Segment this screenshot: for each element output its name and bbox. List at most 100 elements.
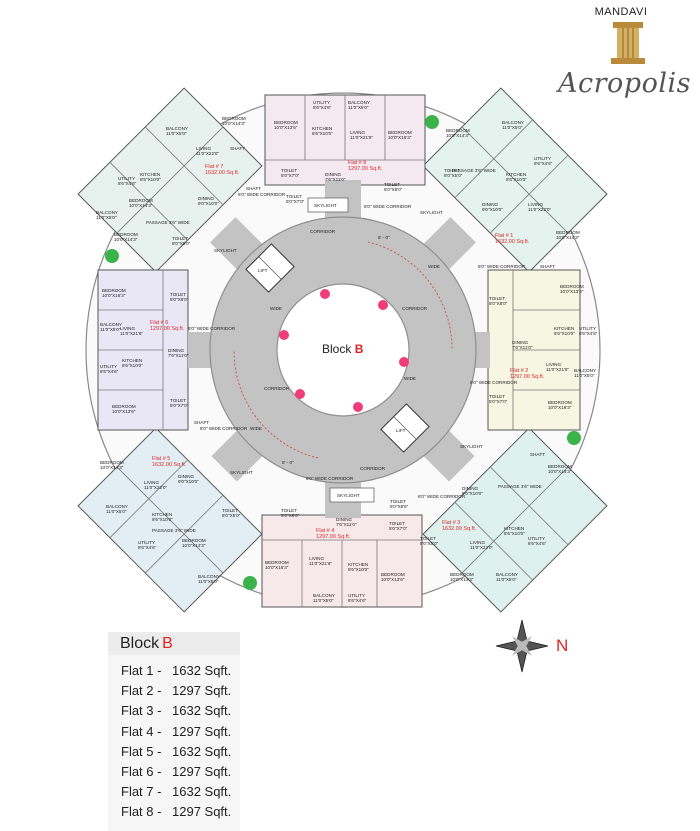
ring-wide-label-sw: WIDE: [250, 426, 262, 431]
legend-row: Flat 8 -1297 Sqft.: [121, 804, 232, 820]
corridor-label-south: 6'0" WIDE CORRIDOR: [306, 476, 354, 481]
shaft-label-nw-2: SHAFT: [230, 146, 245, 151]
ring-wide-label-w: WIDE: [270, 306, 282, 311]
lift-south: [380, 403, 430, 453]
skylight-label-north: SKYLIGHT: [314, 203, 337, 208]
flat-3-label: Flat # 3: [442, 520, 460, 526]
flat-8: [264, 94, 426, 186]
skylight-label-south: SKYLIGHT: [337, 493, 360, 498]
compass-icon: [495, 619, 549, 673]
shaft-label-ne: SHAFT: [540, 264, 555, 269]
shaft-label-sw: SHAFT: [194, 420, 209, 425]
skylight-label-sw: SKYLIGHT: [230, 470, 253, 475]
passage-label-ne: PASSAGE 3'6" WIDE: [452, 168, 496, 173]
corridor-label-nw: 6'0" WIDE CORRIDOR: [238, 192, 286, 197]
lift-north: [245, 243, 295, 293]
flat-4-label: Flat # 4: [316, 528, 334, 534]
logo-column-icon: [611, 22, 645, 64]
corridor-label-sw: 6'0" WIDE CORRIDOR: [200, 426, 248, 431]
flat-8-label: Flat # 8: [348, 160, 366, 166]
compass-north-label: N: [556, 636, 569, 655]
ring-corridor-label-east: CORRIDOR: [402, 306, 428, 311]
ring-wide-label-e: WIDE: [404, 376, 416, 381]
flat-7: [77, 87, 263, 273]
flat-6-label: Flat # 6: [150, 320, 168, 326]
skylight-south: [329, 487, 375, 503]
flat-2: [487, 269, 581, 431]
columns: [279, 289, 409, 412]
brand-script: Acropolis: [558, 68, 691, 99]
brand-title: MANDAVI: [594, 6, 648, 18]
flat-1: [422, 87, 608, 273]
circulation-labels: SKYLIGHT SKYLIGHT SKYLIGHT SKYLIGHT SKYL…: [146, 146, 555, 533]
legend-row: Flat 3 -1632 Sqft.: [121, 703, 232, 719]
corridor-label-ne: 6'0" WIDE CORRIDOR: [478, 264, 526, 269]
legend-row: Flat 4 -1297 Sqft.: [121, 723, 232, 739]
corridor-label-north: 6'0" WIDE CORRIDOR: [364, 204, 412, 209]
shaft-label-se: SHAFT: [530, 452, 545, 457]
central-lobby: [276, 283, 410, 417]
skylight-label-se: SKYLIGHT: [460, 444, 483, 449]
legend-row: Flat 6 -1297 Sqft.: [121, 763, 232, 779]
legend-row: Flat 5 -1632 Sqft.: [121, 743, 232, 759]
ring-corridor-label-north: CORRIDOR: [310, 229, 336, 234]
